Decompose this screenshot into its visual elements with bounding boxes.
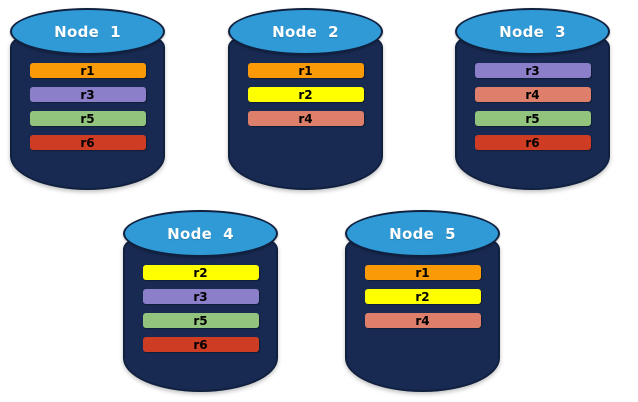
record-label: r2 xyxy=(415,289,430,304)
record-label: r6 xyxy=(525,135,540,150)
node-3[interactable]: Node 3 r3 r4 r5 r6 xyxy=(455,8,610,190)
record-label: r6 xyxy=(80,135,95,150)
record-bar[interactable]: r4 xyxy=(247,111,364,126)
cylinder-body xyxy=(123,227,278,392)
record-bar[interactable]: r3 xyxy=(474,63,591,78)
record-label: r3 xyxy=(525,63,540,78)
record-bar[interactable]: r1 xyxy=(364,265,481,280)
record-label: r2 xyxy=(193,265,208,280)
record-label: r4 xyxy=(298,111,313,126)
cylinder-top-disc: Node 2 xyxy=(228,8,383,55)
record-label: r2 xyxy=(298,87,313,102)
record-label: r5 xyxy=(193,313,208,328)
record-label: r3 xyxy=(80,87,95,102)
cylinder-top-disc: Node 5 xyxy=(345,210,500,257)
node-label: Node 3 xyxy=(499,22,566,41)
record-label: r1 xyxy=(415,265,430,280)
record-list: r1 r3 r5 r6 xyxy=(10,63,165,159)
record-bar[interactable]: r1 xyxy=(29,63,146,78)
node-label: Node 1 xyxy=(54,22,121,41)
cylinder-top-disc: Node 1 xyxy=(10,8,165,55)
record-label: r1 xyxy=(80,63,95,78)
record-bar[interactable]: r3 xyxy=(142,289,259,304)
record-list: r1 r2 r4 xyxy=(345,265,500,337)
record-label: r6 xyxy=(193,337,208,352)
cylinder-body xyxy=(345,227,500,392)
record-bar[interactable]: r5 xyxy=(29,111,146,126)
record-bar[interactable]: r4 xyxy=(364,313,481,328)
record-bar[interactable]: r2 xyxy=(364,289,481,304)
record-bar[interactable]: r2 xyxy=(142,265,259,280)
record-bar[interactable]: r6 xyxy=(142,337,259,352)
record-label: r1 xyxy=(298,63,313,78)
record-label: r5 xyxy=(525,111,540,126)
node-label: Node 5 xyxy=(389,224,456,243)
record-label: r4 xyxy=(415,313,430,328)
record-list: r3 r4 r5 r6 xyxy=(455,63,610,159)
record-label: r3 xyxy=(193,289,208,304)
node-label: Node 2 xyxy=(272,22,339,41)
record-bar[interactable]: r4 xyxy=(474,87,591,102)
record-label: r4 xyxy=(525,87,540,102)
record-bar[interactable]: r5 xyxy=(474,111,591,126)
node-5[interactable]: Node 5 r1 r2 r4 xyxy=(345,210,500,392)
record-label: r5 xyxy=(80,111,95,126)
record-bar[interactable]: r3 xyxy=(29,87,146,102)
cylinder-top-disc: Node 4 xyxy=(123,210,278,257)
record-list: r2 r3 r5 r6 xyxy=(123,265,278,361)
record-bar[interactable]: r6 xyxy=(474,135,591,150)
node-2[interactable]: Node 2 r1 r2 r4 xyxy=(228,8,383,190)
record-bar[interactable]: r5 xyxy=(142,313,259,328)
record-list: r1 r2 r4 xyxy=(228,63,383,135)
cylinder-top-disc: Node 3 xyxy=(455,8,610,55)
record-bar[interactable]: r6 xyxy=(29,135,146,150)
node-1[interactable]: Node 1 r1 r3 r5 r6 xyxy=(10,8,165,190)
node-label: Node 4 xyxy=(167,224,234,243)
record-bar[interactable]: r1 xyxy=(247,63,364,78)
node-4[interactable]: Node 4 r2 r3 r5 r6 xyxy=(123,210,278,392)
record-bar[interactable]: r2 xyxy=(247,87,364,102)
